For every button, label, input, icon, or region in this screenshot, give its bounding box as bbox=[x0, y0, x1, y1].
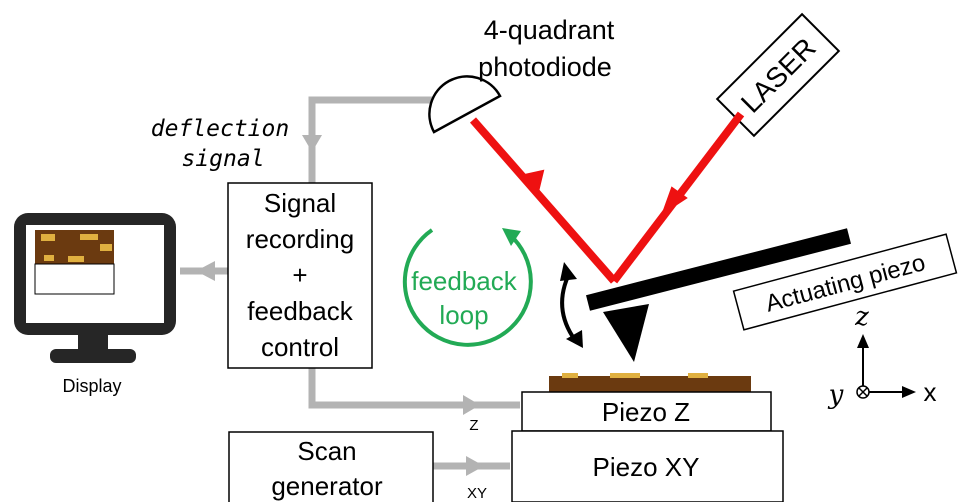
photodiode-icon bbox=[428, 75, 502, 134]
piezo-xy: Piezo XY bbox=[511, 430, 784, 502]
feedback-label-line1: feedback bbox=[411, 266, 518, 296]
axis-z-label: z bbox=[854, 302, 869, 332]
z-arrow-label: Z bbox=[469, 417, 478, 434]
sample bbox=[549, 373, 751, 392]
xy-signal-path bbox=[433, 456, 510, 476]
signal-recording-box: Signal recording + feedback control bbox=[227, 182, 373, 369]
signal-box-line4: feedback bbox=[247, 296, 354, 326]
piezo-z-label: Piezo Z bbox=[602, 397, 690, 427]
deflection-label-line2: signal bbox=[181, 146, 264, 172]
signal-box-line3: + bbox=[292, 260, 307, 290]
coordinate-axes: z y x bbox=[828, 302, 937, 410]
deflection-signal-path bbox=[302, 96, 440, 183]
xy-arrow-label: XY bbox=[467, 485, 487, 502]
z-signal-path bbox=[308, 368, 520, 415]
piezo-z: Piezo Z bbox=[521, 391, 772, 432]
feedback-label-line2: loop bbox=[439, 300, 488, 330]
scan-generator: Scan generator bbox=[228, 431, 434, 502]
display-signal-path bbox=[180, 261, 228, 281]
signal-box-line1: Signal bbox=[264, 188, 336, 218]
axis-x-label: x bbox=[924, 377, 937, 407]
signal-box-line2: recording bbox=[246, 224, 354, 254]
oscillation-arrow bbox=[560, 262, 583, 348]
photodiode-label-line2: photodiode bbox=[478, 52, 612, 82]
piezo-xy-label: Piezo XY bbox=[593, 452, 700, 482]
scan-label-line2: generator bbox=[271, 471, 383, 501]
laser-beam bbox=[469, 111, 745, 284]
deflection-label-line1: deflection bbox=[151, 116, 289, 142]
feedback-loop: feedback loop bbox=[402, 228, 533, 347]
axis-y-label: y bbox=[828, 380, 844, 410]
signal-box-line5: control bbox=[261, 332, 339, 362]
display-label: Display bbox=[62, 376, 121, 396]
photodiode-label-line1: 4-quadrant bbox=[484, 15, 615, 45]
cantilever bbox=[586, 228, 851, 362]
display-monitor: Display bbox=[14, 213, 176, 396]
scan-label-line1: Scan bbox=[297, 436, 356, 466]
actuating-piezo: Actuating piezo bbox=[732, 233, 958, 331]
